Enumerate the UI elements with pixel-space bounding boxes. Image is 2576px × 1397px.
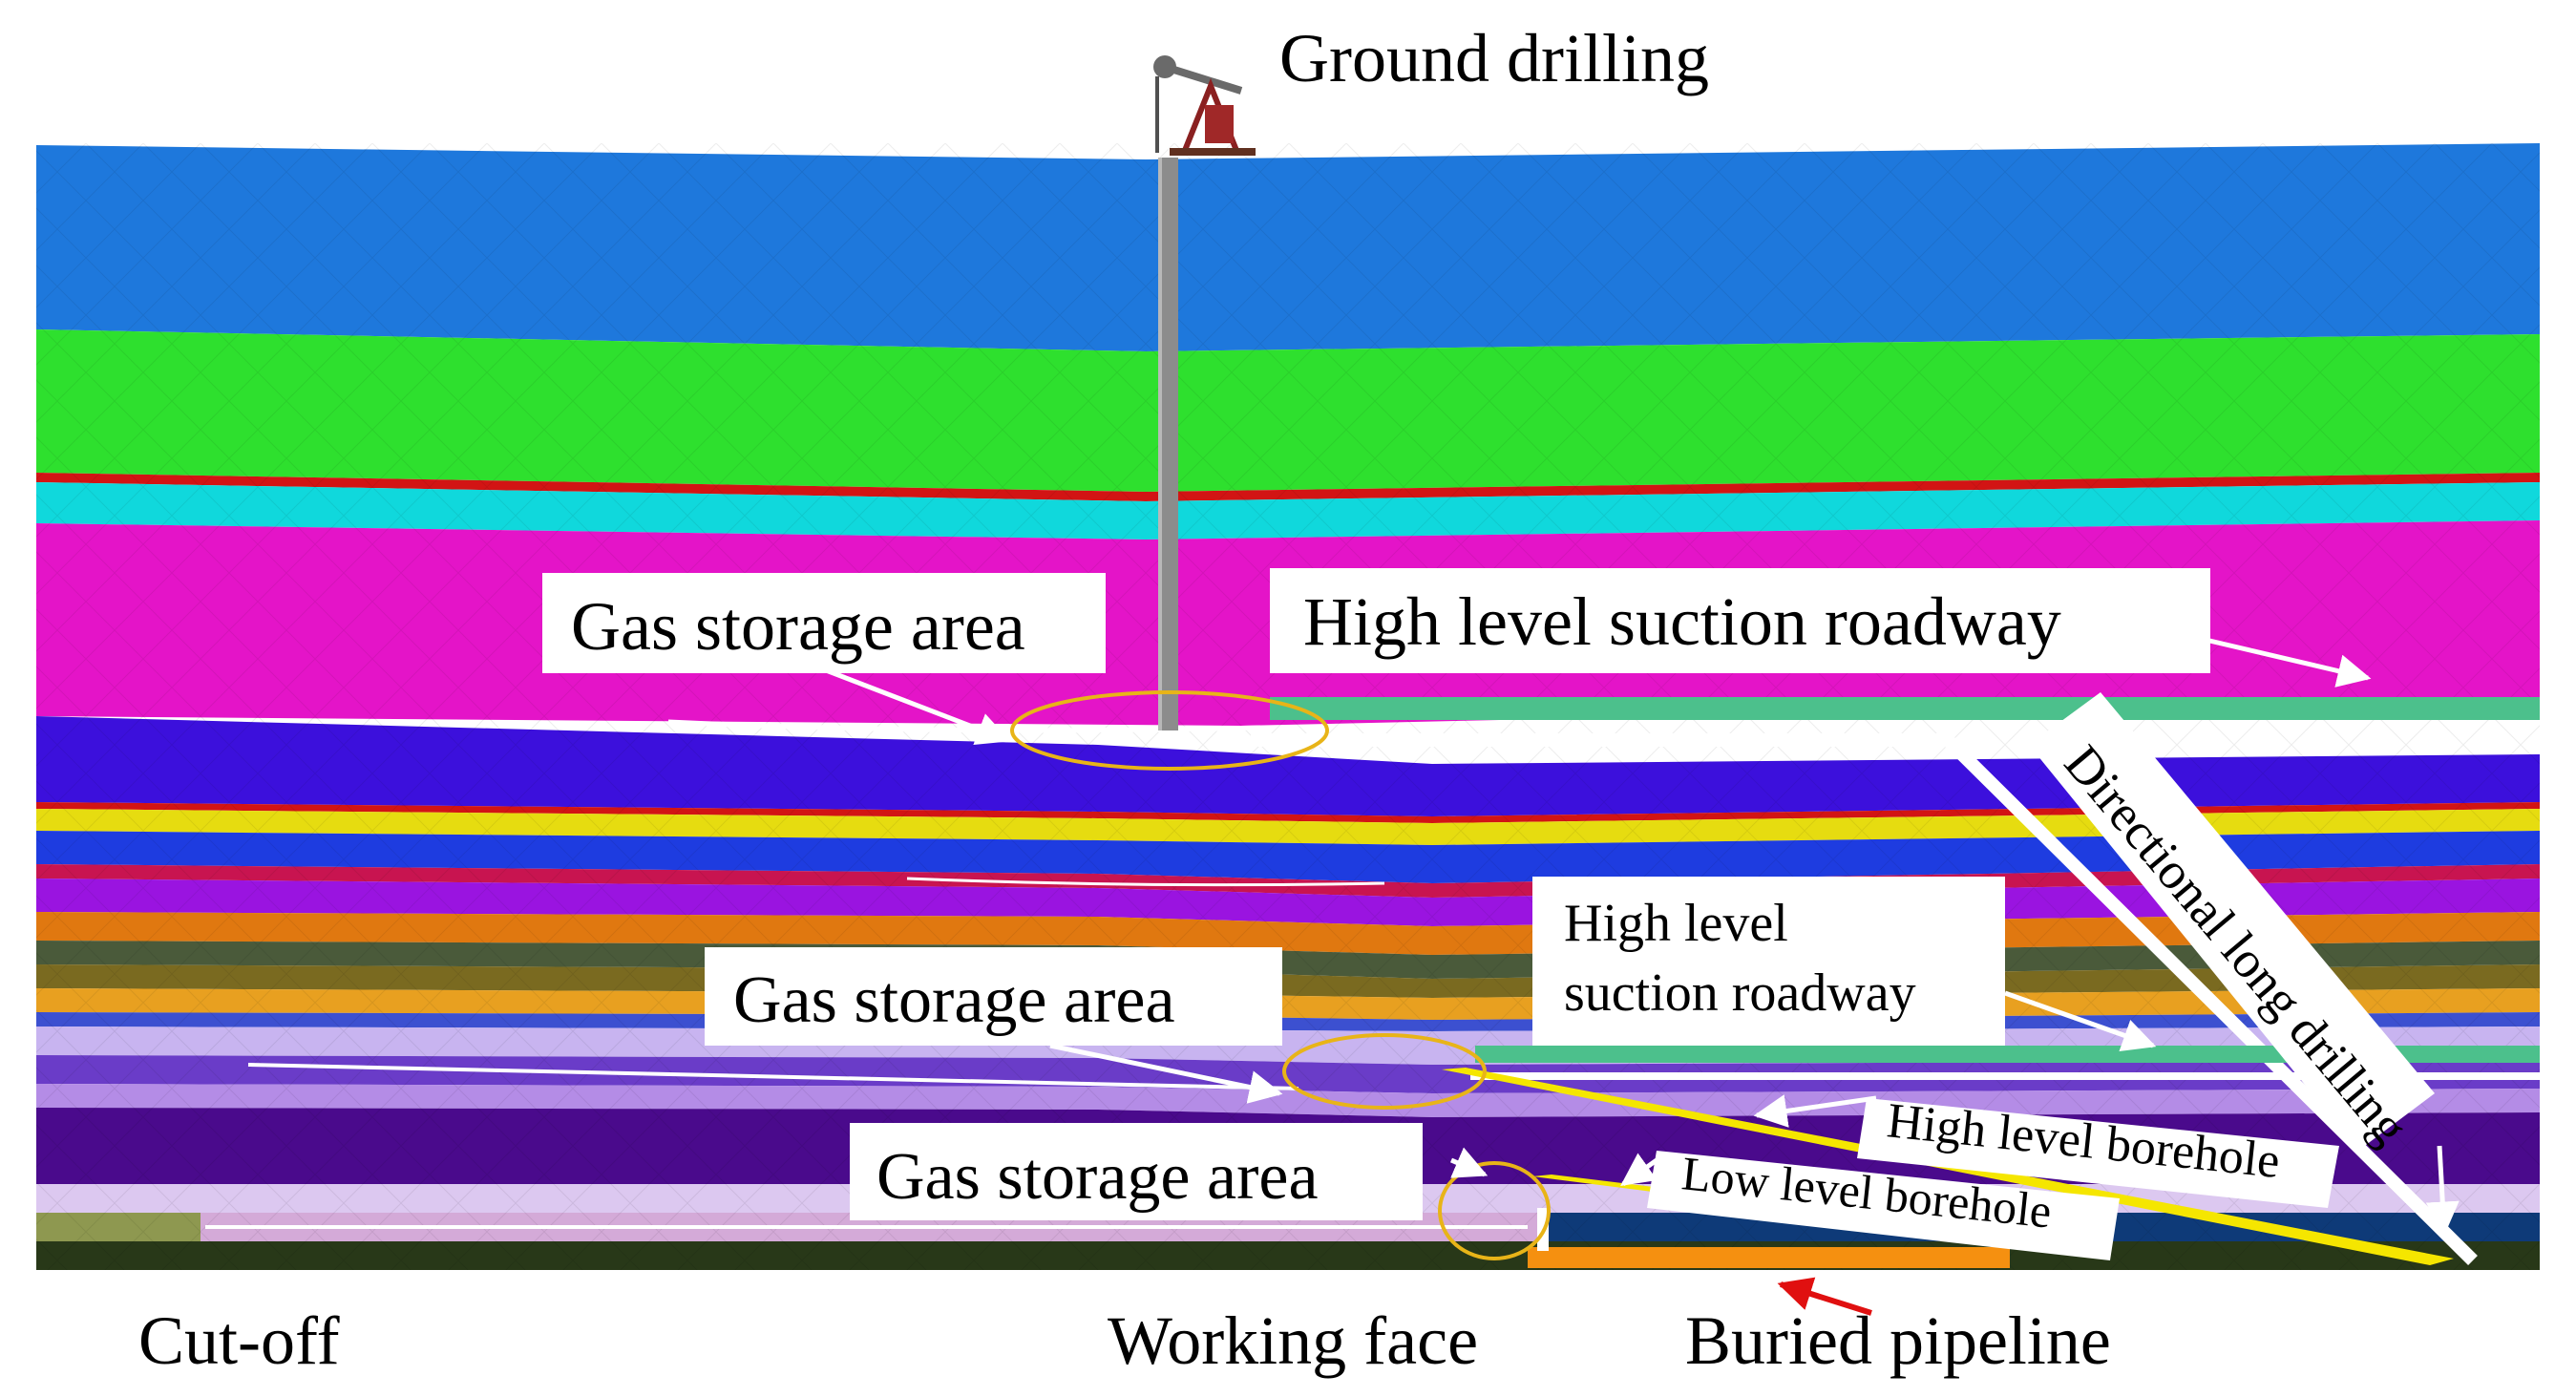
- buried-pipeline-label: Buried pipeline: [1685, 1302, 2111, 1379]
- arrow-high-level-borehole: [1753, 1094, 1877, 1128]
- buried-pipeline-path: [1528, 1247, 2010, 1268]
- high-level-suction-roadway-lower-label-line1: High level: [1564, 894, 1788, 953]
- ground-drilling-label: Ground drilling: [1279, 20, 1709, 96]
- low-level-borehole-box: [1647, 1151, 2120, 1260]
- arrows: [820, 637, 2460, 1316]
- high-level-suction-roadway-upper-box: [1270, 568, 2210, 673]
- upper-suction-roadway: [1270, 697, 2540, 720]
- arrow-directional-long-drilling: [2425, 1145, 2460, 1236]
- arrow-gas-storage-middle: [1049, 1043, 1283, 1104]
- lower-suction-roadway: [1475, 1046, 2540, 1063]
- mid-void-line: [906, 877, 1385, 887]
- high-level-suction-roadway-lower-box: [1532, 877, 2005, 1046]
- high-level-suction-roadway-lower-label-line2: suction roadway: [1564, 963, 1916, 1023]
- gas-storage-ellipse-lower: [1438, 1161, 1551, 1260]
- gas-storage-area-middle-box: [705, 947, 1282, 1046]
- directional-long-drilling-path: [1251, 733, 2478, 1265]
- ground-drilling-shaft: [1158, 158, 1178, 730]
- gas-storage-area-lower-label: Gas storage area: [876, 1140, 1319, 1214]
- gas-storage-area-upper-box: [542, 573, 1106, 673]
- gas-storage-area-middle-label: Gas storage area: [733, 963, 1175, 1037]
- high-level-suction-roadway-upper-label: High level suction roadway: [1303, 583, 2061, 660]
- arrow-suction-roadway-lower: [2004, 990, 2157, 1051]
- arrow-suction-roadway-upper: [2205, 637, 2372, 688]
- working-face-label: Working face: [1108, 1302, 1478, 1379]
- cut-off-label: Cut-off: [138, 1302, 340, 1379]
- gas-storage-ellipses: [1010, 690, 1551, 1260]
- gas-storage-area-upper-label: Gas storage area: [571, 588, 1025, 665]
- label-boxes: [542, 568, 2435, 1260]
- arrow-gas-storage-upper: [820, 666, 1011, 746]
- gas-storage-area-lower-box: [850, 1123, 1423, 1220]
- gas-storage-ellipse-upper: [1010, 690, 1329, 771]
- pump-jack-icon: [1153, 55, 1256, 156]
- arrow-buried-pipeline: [1777, 1277, 1872, 1316]
- arrow-gas-storage-lower: [1450, 1147, 1489, 1178]
- arrow-low-level-borehole: [1620, 1153, 1658, 1187]
- directional-long-drilling-box: [2029, 692, 2435, 1151]
- middle-void-line: [247, 1063, 1299, 1090]
- high-level-borehole-box: [1857, 1098, 2339, 1208]
- gas-storage-ellipse-middle: [1282, 1033, 1487, 1110]
